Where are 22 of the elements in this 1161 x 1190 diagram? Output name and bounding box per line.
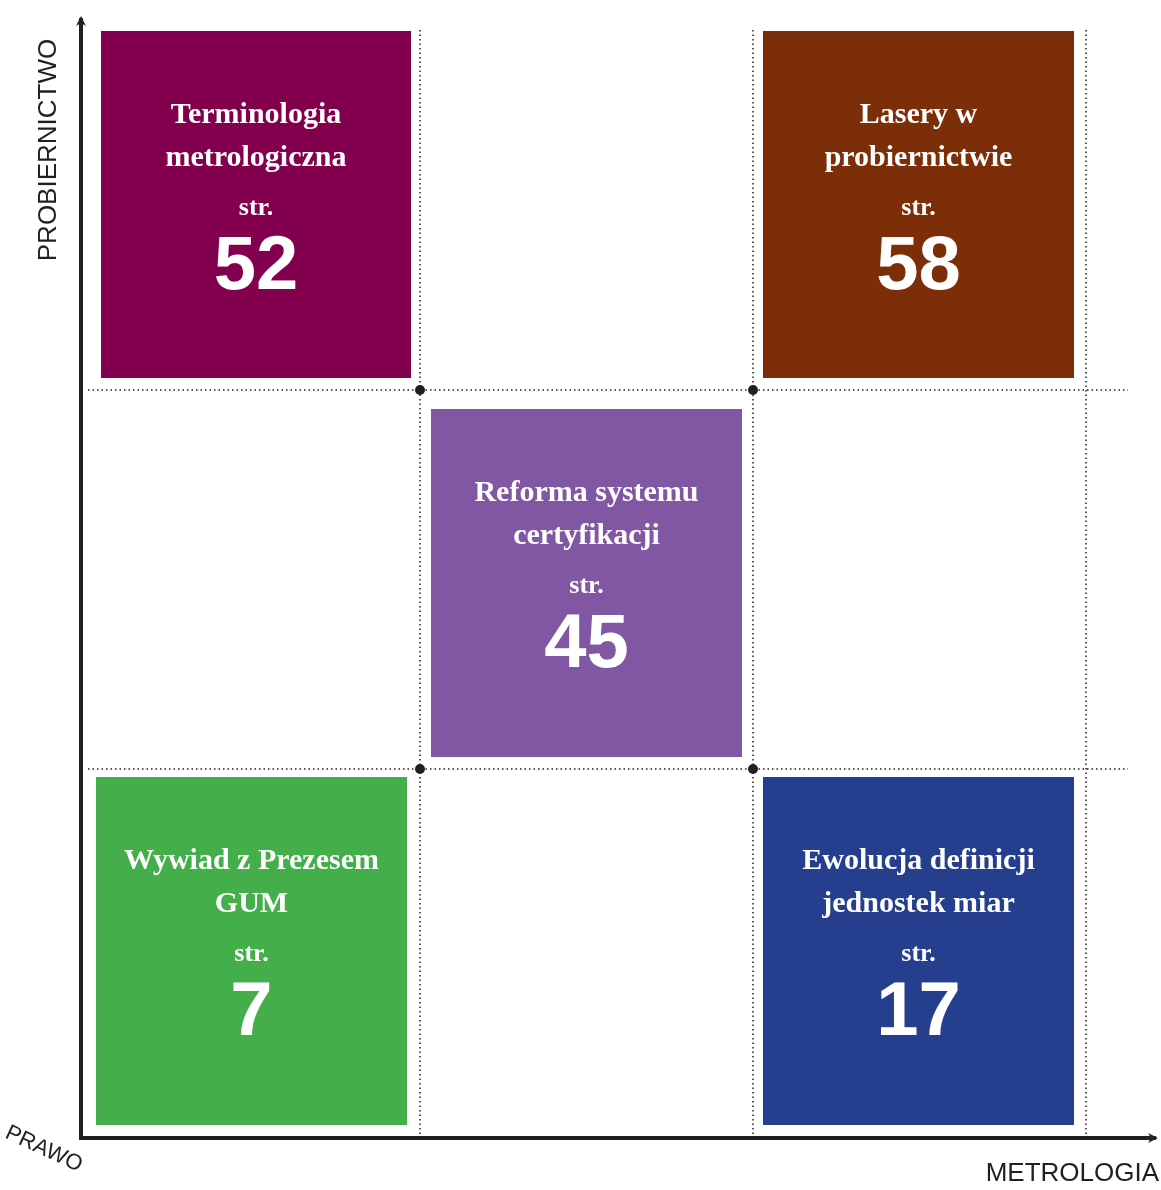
page-label: str. [901, 937, 936, 969]
axis-label: PROBIERNICTWO [30, 38, 63, 262]
topic-card [763, 31, 1074, 378]
page-number: 17 [876, 969, 961, 1049]
topic-card [101, 31, 411, 378]
page-number: 58 [876, 223, 961, 303]
topic-title: Lasery w probiernictwie [823, 95, 1014, 174]
topic-card [763, 777, 1074, 1125]
topic-title: Terminologia metrologiczna [164, 95, 348, 174]
page-number: 7 [230, 969, 273, 1049]
axis-label: METROLOGIA [985, 1156, 1159, 1189]
topic-title: Reforma systemu certyfikacji [473, 473, 700, 552]
topic-card [431, 409, 742, 757]
page-number: 45 [544, 601, 629, 681]
topic-title: Ewolucja definicji jednostek miar [801, 841, 1036, 920]
topic-card [96, 777, 407, 1125]
topic-title: Wywiad z Prezesem GUM [123, 841, 380, 920]
page-label: str. [901, 191, 936, 223]
page-label: str. [234, 937, 269, 969]
page-number: 52 [213, 223, 299, 303]
page-label: str. [238, 191, 274, 223]
page-label: str. [569, 569, 604, 601]
